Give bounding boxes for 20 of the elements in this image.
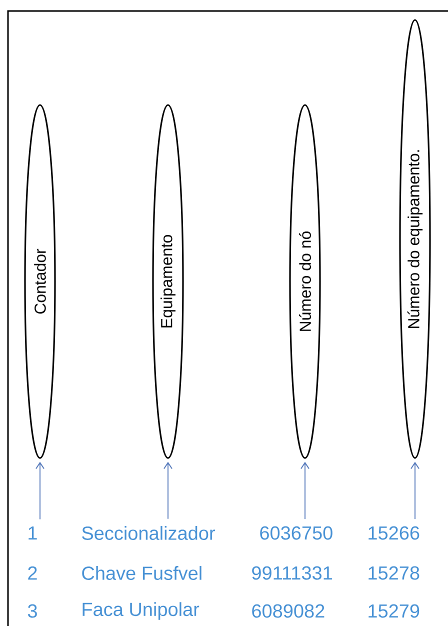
ellipse-node: Contador [24,104,56,459]
arrow [410,462,420,520]
table-cell: 15279 [368,604,420,618]
table-cell: 1 [28,526,37,540]
table-cell: 2 [28,566,37,580]
table-cell: 99111331 [252,566,332,580]
table-cell: Chave Fusfvel [82,566,202,580]
ellipse-node: Equipamento [152,104,184,459]
arrow [36,462,44,520]
arrow [300,462,310,520]
table-cell: 6089082 [252,604,324,618]
ellipse-node: Número do equipamento. [399,19,431,459]
table-cell: 15266 [368,526,420,540]
table-cell: 6036750 [260,526,332,540]
table-cell: 3 [28,604,37,618]
table-cell: Seccionalizador [82,526,215,540]
table-cell: Faca Unipolar [82,602,200,620]
table-cell: 15278 [368,566,420,580]
ellipse-node: Número do nó [289,104,321,459]
arrow [164,462,172,520]
